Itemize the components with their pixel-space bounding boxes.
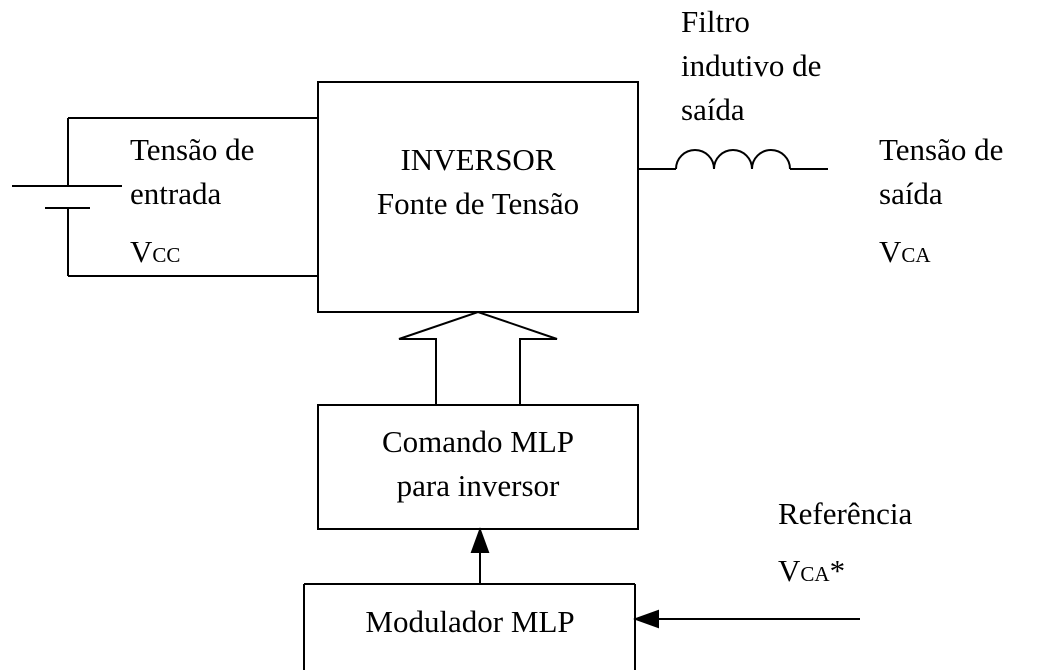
command-hollow-arrow [398,310,558,406]
input-voltage-line1: Tensão de [130,132,254,167]
output-voltage-line2: saída [879,176,943,211]
input-voltage-line2: entrada [130,176,221,211]
inverter-subtitle: Fonte de Tensão [377,186,579,221]
input-voltage-symbol: VCC [130,234,180,269]
pwm-command-line1: Comando MLP [382,424,574,459]
modulator-to-command-arrowhead [470,527,490,553]
reference-symbol: VCA* [778,553,845,588]
pwm-modulator-block [303,583,636,670]
dc-source [12,117,318,277]
filter-label-line1: Filtro [681,4,750,39]
filter-label-line2: indutivo de [681,48,821,83]
output-voltage-symbol: VCA [879,234,931,269]
pwm-command-line2: para inversor [397,468,560,503]
pwm-modulator-label: Modulador MLP [365,604,574,639]
inverter-title: INVERSOR [400,142,555,177]
reference-arrowhead [633,609,659,629]
filter-label-line3: saída [681,92,745,127]
output-filter-inductor [638,149,828,170]
output-voltage-line1: Tensão de [879,132,1003,167]
pwm-command-block [317,404,639,530]
inductor-coil [675,149,791,170]
reference-label: Referência [778,496,912,531]
